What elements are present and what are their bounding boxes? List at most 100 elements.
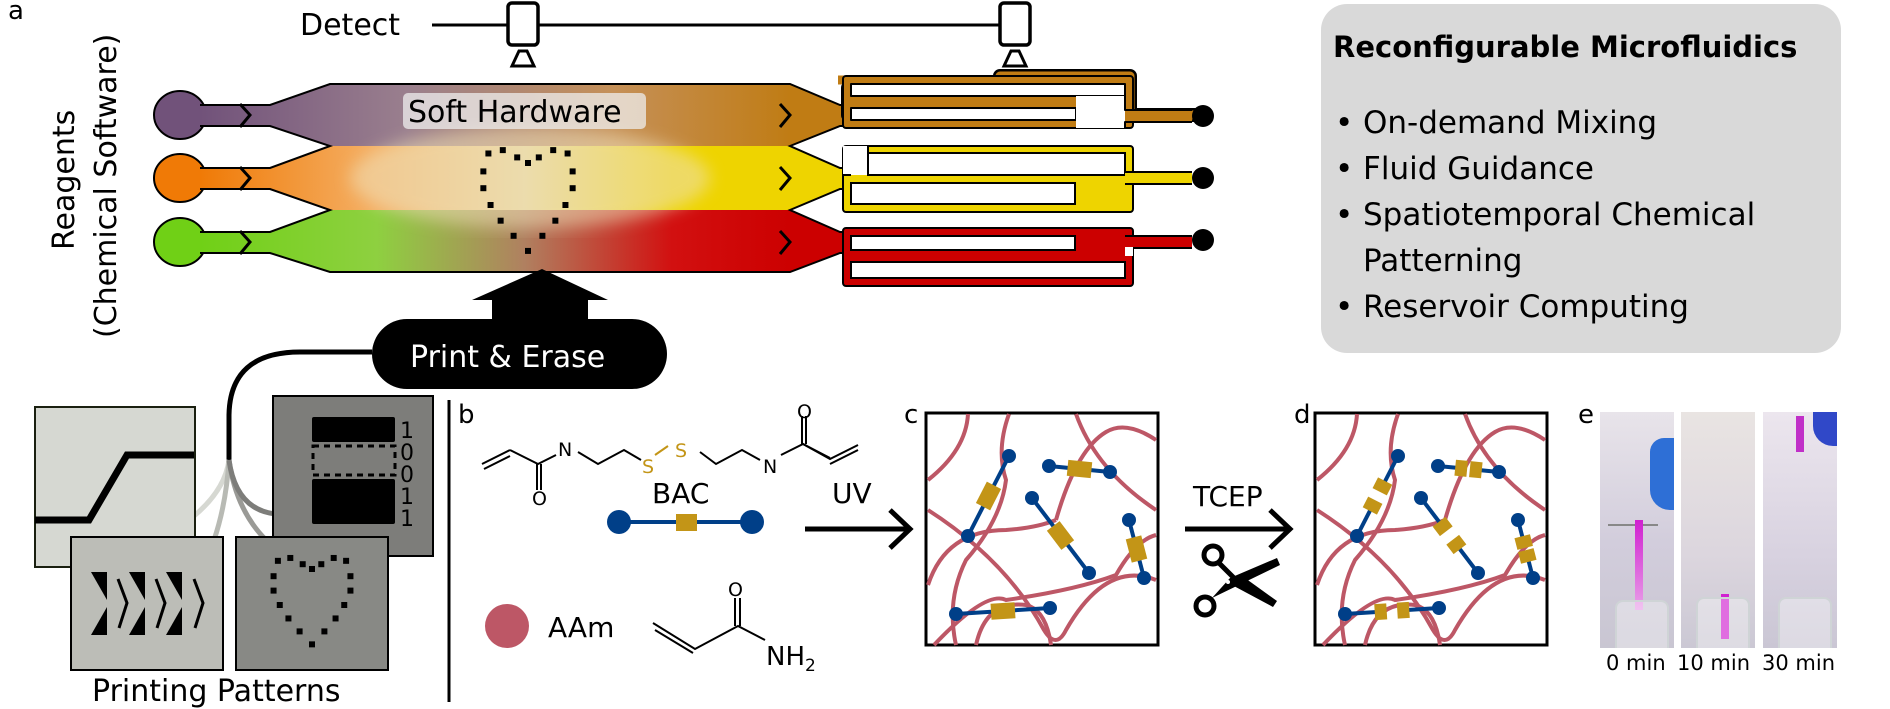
detect-label: Detect bbox=[300, 8, 400, 43]
disulfide-half bbox=[1374, 603, 1388, 621]
glove-icon bbox=[1813, 412, 1837, 446]
heart-dot bbox=[343, 557, 350, 564]
disulfide-bond bbox=[1066, 459, 1093, 479]
heart-dot bbox=[514, 154, 521, 161]
hydrogel-network-crosslinked bbox=[924, 411, 1160, 647]
crosslink-node bbox=[1137, 571, 1151, 585]
network-frame bbox=[1313, 411, 1549, 647]
serpentine-outline-bottom bbox=[842, 227, 1192, 287]
photo-10min bbox=[1681, 412, 1755, 648]
aam-label: AAm bbox=[548, 611, 614, 644]
atom-o: O bbox=[797, 401, 812, 423]
disulfide-half bbox=[1432, 516, 1453, 537]
heart-dot bbox=[499, 147, 506, 154]
disulfide-bond bbox=[975, 481, 1002, 511]
panel-label-c: c bbox=[904, 400, 919, 430]
reagents-label: Reagents bbox=[47, 110, 82, 250]
crosslink-node bbox=[961, 529, 975, 543]
disulfide-bond bbox=[1046, 521, 1075, 550]
chevron-icons bbox=[238, 102, 792, 255]
heart-dot bbox=[539, 232, 546, 239]
crosslink-node bbox=[1492, 465, 1506, 479]
heart-dot bbox=[347, 587, 354, 594]
info-box-title: Reconfigurable Microfluidics bbox=[1333, 30, 1798, 64]
feature-item: On-demand Mixing bbox=[1335, 100, 1755, 146]
crosslink-node bbox=[1025, 491, 1039, 505]
photo-30min bbox=[1763, 412, 1837, 648]
polymer-strand bbox=[926, 508, 1157, 642]
gel-strip bbox=[1635, 520, 1643, 610]
crosslink-node bbox=[1043, 601, 1057, 615]
binary-digit: 1 bbox=[400, 419, 414, 444]
heart-dot bbox=[480, 185, 487, 192]
heart-dot bbox=[318, 561, 325, 568]
gel-strip bbox=[1796, 416, 1804, 452]
vial bbox=[1696, 597, 1750, 648]
upload-arrow-icon bbox=[472, 269, 608, 330]
heart-dot bbox=[332, 615, 339, 622]
polymer-strand bbox=[1363, 602, 1442, 646]
outlet-port-top bbox=[1192, 105, 1214, 127]
polymer-strand bbox=[1315, 518, 1446, 586]
disulfide-half bbox=[1514, 534, 1533, 550]
disulfide-bond bbox=[990, 602, 1016, 620]
outlet-port-bottom bbox=[1192, 229, 1214, 251]
heart-dot bbox=[321, 628, 328, 635]
atom-n: N bbox=[558, 439, 572, 461]
time-label-10: 10 min bbox=[1677, 651, 1750, 675]
polymer-strand bbox=[1339, 413, 1400, 646]
print-cable bbox=[226, 349, 372, 460]
heart-dot bbox=[510, 232, 517, 239]
vial bbox=[1778, 597, 1832, 648]
polymer-strand bbox=[926, 518, 1057, 586]
atom-n: N bbox=[763, 456, 777, 478]
heart-dot bbox=[309, 641, 315, 648]
heart-dot bbox=[330, 554, 337, 561]
pattern-chevron-tile bbox=[70, 536, 224, 671]
pattern-heart-tile bbox=[235, 536, 389, 671]
aam-structure bbox=[652, 598, 766, 654]
network-frame bbox=[924, 411, 1160, 647]
print-erase-pill bbox=[372, 319, 667, 389]
heart-dot bbox=[270, 573, 277, 580]
heart-pattern bbox=[480, 147, 576, 254]
bac-structure bbox=[481, 416, 859, 490]
heart-dot bbox=[562, 202, 569, 208]
heart-dot bbox=[535, 154, 542, 161]
heart-dot bbox=[569, 185, 576, 192]
heart-dot bbox=[299, 561, 306, 568]
heart-dot bbox=[525, 247, 531, 254]
crosslink-node bbox=[1122, 513, 1136, 527]
crosslink-node bbox=[1082, 566, 1096, 580]
pattern-binary-tile: 1 0 0 1 1 bbox=[272, 395, 434, 557]
crosslink-node bbox=[1338, 607, 1352, 621]
polymer-strand bbox=[1074, 413, 1158, 512]
polymer-strand bbox=[1463, 413, 1547, 512]
serpentine-outline-middle bbox=[842, 145, 1192, 213]
disulfide-half bbox=[1362, 496, 1383, 515]
bac-label: BAC bbox=[652, 477, 709, 510]
heart-dot bbox=[552, 217, 559, 224]
polymer-strand bbox=[974, 602, 1053, 646]
camera-icon bbox=[506, 1, 540, 68]
heart-dot bbox=[564, 150, 571, 157]
binary-digit: 1 bbox=[400, 485, 414, 510]
chemical-software-label: (Chemical Software) bbox=[89, 34, 124, 338]
arrow-right-icon bbox=[1185, 508, 1294, 550]
vial bbox=[1615, 600, 1669, 648]
crosslink-node bbox=[1002, 449, 1016, 463]
heart-dot bbox=[285, 615, 292, 622]
binary-digit: 1 bbox=[400, 507, 414, 532]
time-label-0: 0 min bbox=[1606, 651, 1666, 675]
binary-digit: 0 bbox=[400, 463, 414, 488]
feature-list: On-demand Mixing Fluid Guidance Spatiote… bbox=[1335, 100, 1755, 330]
heart-dot bbox=[487, 202, 494, 208]
crosslinker-legend bbox=[607, 510, 764, 534]
heart-dot bbox=[309, 566, 315, 572]
outlet-neck-bottom bbox=[790, 210, 860, 272]
reagents-axis-label: Reagents (Chemical Software) bbox=[47, 34, 124, 338]
polymer-strand bbox=[926, 413, 970, 482]
crosslink-node bbox=[1391, 449, 1405, 463]
heart-dot bbox=[569, 168, 576, 175]
